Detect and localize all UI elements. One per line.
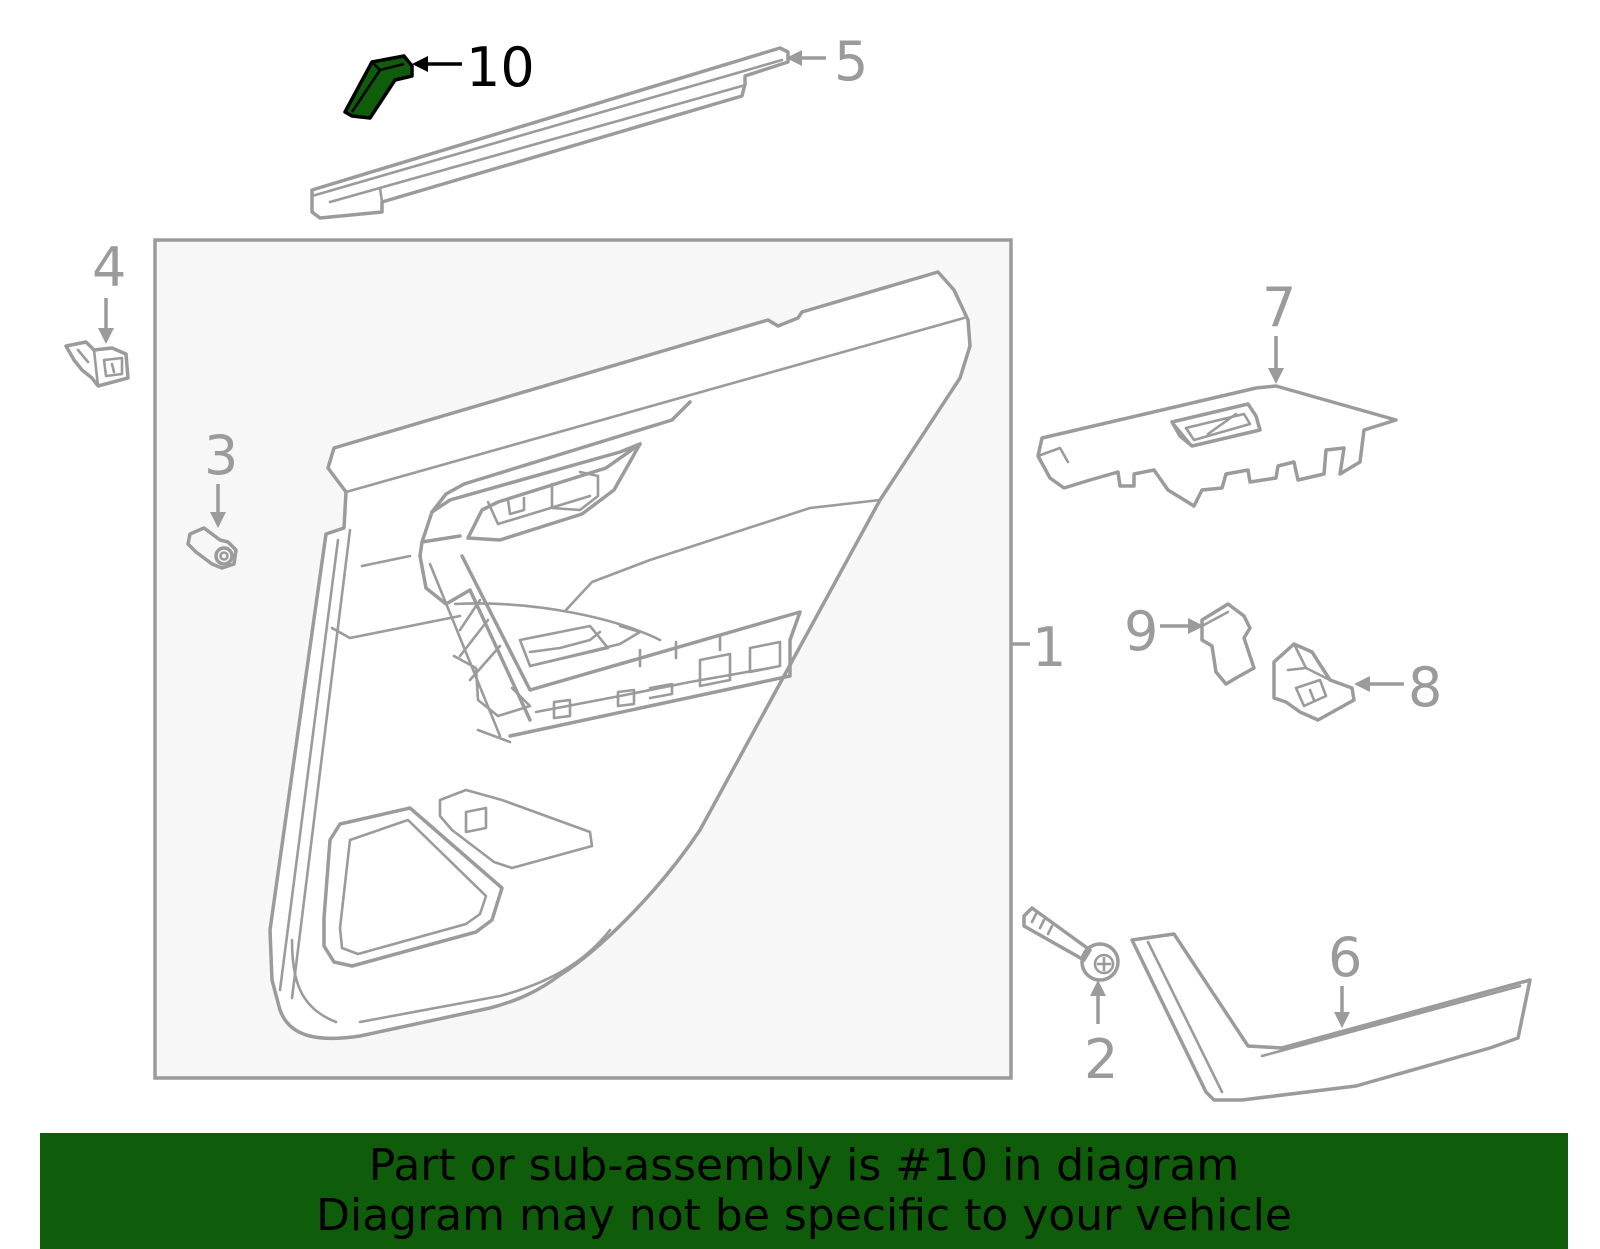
part-3-grommet[interactable] (186, 526, 238, 570)
part-4-clip[interactable] (64, 340, 130, 388)
callout-1: 1 (1032, 616, 1066, 679)
part-5-belt-moulding[interactable] (310, 46, 790, 220)
part-2-screw[interactable] (1022, 906, 1120, 982)
banner-line-2: Diagram may not be specific to your vehi… (316, 1190, 1292, 1241)
part-8-switch-assembly[interactable] (1272, 642, 1356, 722)
part-1-door-trim-panel[interactable] (268, 270, 972, 1041)
banner-line-1: Part or sub-assembly is #10 in diagram (368, 1140, 1240, 1191)
callout-9: 9 (1124, 600, 1158, 663)
part-10-clip[interactable] (343, 54, 414, 120)
part-9-switch[interactable] (1200, 602, 1256, 686)
callout-4: 4 (92, 236, 126, 299)
callout-6: 6 (1328, 926, 1362, 989)
callout-7: 7 (1262, 276, 1296, 339)
callout-5: 5 (834, 30, 868, 93)
callout-labels: 10 5 4 3 7 9 8 1 2 6 (92, 30, 1442, 1091)
callout-3: 3 (204, 424, 238, 487)
callout-arrows (98, 50, 1404, 1028)
part-6-lower-moulding[interactable] (1130, 932, 1532, 1102)
part-7-switch-bezel[interactable] (1036, 384, 1398, 508)
callout-8: 8 (1408, 656, 1442, 719)
callout-10: 10 (466, 36, 535, 99)
callout-2: 2 (1084, 1028, 1118, 1091)
notice-banner: Part or sub-assembly is #10 in diagram D… (40, 1133, 1568, 1249)
